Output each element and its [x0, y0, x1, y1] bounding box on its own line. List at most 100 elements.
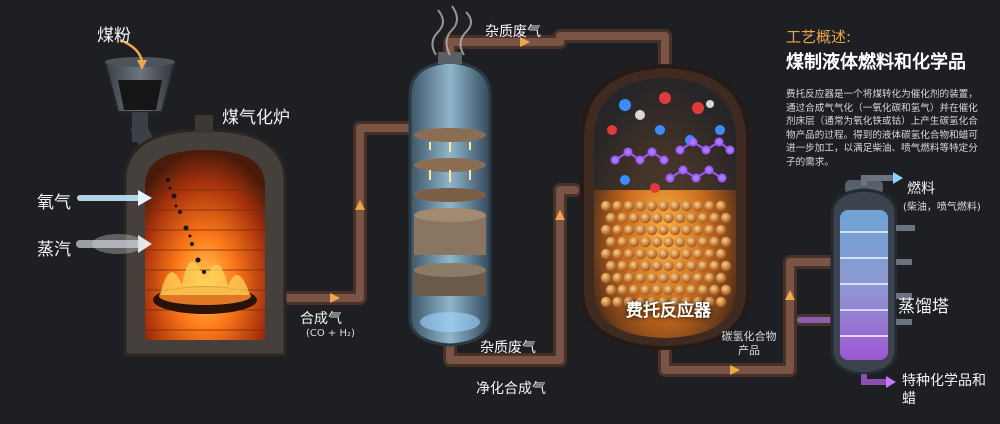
catalyst-pellet [646, 200, 658, 212]
catalyst-pellet [612, 248, 623, 260]
catalyst-pellet [669, 296, 681, 308]
catalyst-pellet [623, 200, 635, 212]
catalyst-pellet [605, 236, 617, 248]
catalyst-pellet [617, 260, 628, 272]
catalyst-pellet [686, 260, 697, 272]
overview-title: 工艺概述: [786, 28, 852, 46]
catalyst-pellet [674, 236, 686, 248]
catalyst-pellet [720, 260, 732, 272]
catalyst-pellet [635, 296, 646, 308]
catalyst-pellet [612, 200, 623, 212]
catalyst-pellet [651, 260, 663, 272]
catalyst-pellet [669, 200, 681, 212]
catalyst-pellet [635, 272, 646, 284]
catalyst-pellet [692, 272, 704, 284]
catalyst-pellet [600, 200, 612, 212]
catalyst-pellet [623, 272, 635, 284]
catalyst-pellet [623, 224, 635, 236]
catalyst-pellet [681, 248, 692, 260]
catalyst-pellet [663, 236, 674, 248]
catalyst-pellet [709, 284, 720, 296]
catalyst-pellet [651, 284, 663, 296]
catalyst-pellet [635, 200, 646, 212]
catalyst-pellet [600, 248, 612, 260]
catalyst-pellet [692, 224, 704, 236]
distillation-tower-label: 蒸馏塔 [898, 297, 949, 317]
catalyst-pellet [617, 284, 628, 296]
catalyst-pellet [692, 296, 704, 308]
catalyst-pellet [635, 224, 646, 236]
catalyst-pellet [658, 296, 669, 308]
syngas-label: 合成气 [300, 311, 342, 327]
catalyst-pellet [628, 236, 640, 248]
catalyst-pellet [658, 200, 669, 212]
catalyst-pellet [669, 224, 681, 236]
catalyst-pellet [697, 212, 709, 224]
catalyst-pellet [704, 248, 715, 260]
hydrocarbon-product-label: 碳氢化合物产品 [721, 330, 777, 357]
catalyst-pellet [704, 296, 715, 308]
coal-feed-arrow [119, 38, 144, 63]
catalyst-pellet [686, 284, 697, 296]
catalyst-pellet [709, 260, 720, 272]
overview-body: 费托反应器是一个将煤转化为催化剂的装置，通过合成气气化（一氧化碳和氢气）并在催化… [786, 89, 978, 168]
catalyst-pellet [692, 248, 704, 260]
catalyst-pellet [646, 272, 658, 284]
gasifier-label: 煤气化炉 [222, 108, 290, 128]
catalyst-pellet [628, 212, 640, 224]
catalyst-pellet [640, 284, 651, 296]
overview-subtitle: 煤制液体燃料和化学品 [786, 52, 966, 73]
catalyst-pellet [704, 272, 715, 284]
catalyst-pellet [623, 296, 635, 308]
catalyst-pellet [623, 248, 635, 260]
catalyst-pellet [640, 260, 651, 272]
catalyst-pellet [697, 260, 709, 272]
catalyst-pellet [686, 212, 697, 224]
catalyst-pellet [692, 200, 704, 212]
catalyst-pellet [612, 224, 623, 236]
catalyst-pellet [697, 236, 709, 248]
catalyst-pellet [681, 200, 692, 212]
catalyst-pellet [720, 284, 732, 296]
catalyst-pellet [715, 224, 727, 236]
impurity-gas-bottom-label: 杂质废气 [480, 340, 536, 356]
catalyst-pellet [681, 224, 692, 236]
fuel-label: 燃料 [907, 181, 935, 197]
catalyst-pellet [681, 272, 692, 284]
catalyst-pellet [715, 296, 727, 308]
catalyst-pellet [600, 224, 612, 236]
catalyst-pellet [640, 236, 651, 248]
catalyst-pellet [674, 284, 686, 296]
catalyst-pellet [651, 236, 663, 248]
catalyst-pellet [715, 200, 727, 212]
catalyst-pellet [646, 224, 658, 236]
ft-reactor-graphic [580, 63, 750, 351]
catalyst-pellet [709, 212, 720, 224]
purified-syngas-label: 净化合成气 [476, 381, 546, 397]
ft-reactor-label: 费托反应器 [626, 301, 711, 321]
catalyst-pellet [612, 272, 623, 284]
catalyst-pellet [709, 236, 720, 248]
catalyst-pellet [674, 212, 686, 224]
catalyst-pellet [617, 236, 628, 248]
fuel-detail-label: (柴油，喷气燃料) [903, 202, 981, 213]
catalyst-pellet [681, 296, 692, 308]
catalyst-pellet [674, 260, 686, 272]
catalyst-pellet [600, 296, 612, 308]
catalyst-pellet [715, 272, 727, 284]
oxygen-label: 氧气 [37, 193, 71, 213]
distillation-tower-graphic [830, 172, 915, 388]
catalyst-pellet [715, 248, 727, 260]
catalyst-pellet [663, 212, 674, 224]
steam-label: 蒸汽 [37, 240, 71, 260]
catalyst-pellet [646, 248, 658, 260]
catalyst-pellet [704, 200, 715, 212]
catalyst-pellet [651, 212, 663, 224]
purifier-graphic [408, 52, 492, 347]
syngas-formula: (CO + H₂) [306, 328, 355, 339]
catalyst-pellet [686, 236, 697, 248]
catalyst-pellet [669, 272, 681, 284]
catalyst-pellet [646, 296, 658, 308]
